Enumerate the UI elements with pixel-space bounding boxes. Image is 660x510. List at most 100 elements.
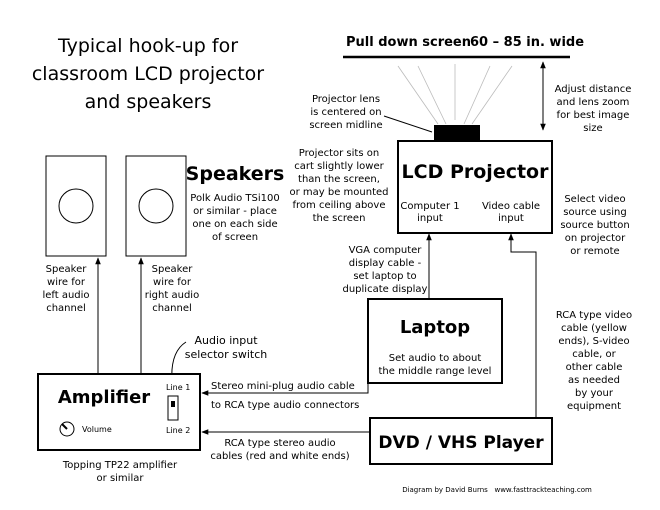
laptop-title: Laptop (400, 317, 470, 338)
svg-text:cables (red and white ends): cables (red and white ends) (210, 451, 349, 462)
rca-connectors-label: to RCA type audio connectors (211, 400, 359, 411)
amp-model-note: Topping TP22 amplifier or similar (62, 460, 178, 484)
projector-input1: Computer 1 (400, 201, 459, 212)
svg-text:cable, or: cable, or (572, 349, 616, 360)
title-line-2: classroom LCD projector (32, 63, 264, 85)
projector-title: LCD Projector (402, 161, 550, 183)
speakers-title: Speakers (186, 163, 285, 185)
svg-text:Speaker: Speaker (152, 264, 194, 275)
svg-text:cart slightly lower: cart slightly lower (294, 161, 384, 172)
svg-text:channel: channel (46, 303, 86, 314)
svg-text:set laptop to: set laptop to (353, 271, 416, 282)
laptop-desc-2: the middle range level (379, 366, 492, 377)
screen: Pull down screen 60 – 85 in. wide (343, 35, 584, 59)
lens-pointer (383, 115, 433, 133)
svg-text:equipment: equipment (567, 401, 621, 412)
video-cable (508, 233, 537, 418)
amplifier-line2: Line 2 (166, 426, 190, 435)
svg-text:as needed: as needed (568, 375, 620, 386)
svg-text:channel: channel (152, 303, 192, 314)
svg-text:ends), S-video: ends), S-video (558, 336, 629, 347)
dvd-title: DVD / VHS Player (378, 433, 544, 453)
svg-text:for best image: for best image (557, 110, 630, 121)
volume-knob-indicator (61, 423, 68, 430)
svg-text:RCA type stereo audio: RCA type stereo audio (224, 438, 335, 449)
right-wire-note: Speaker wire for right audio channel (145, 264, 199, 314)
projector-input2-sub: input (498, 213, 524, 224)
svg-text:left audio: left audio (42, 290, 89, 301)
speaker-left-box (45, 155, 107, 257)
svg-text:one on each side: one on each side (192, 219, 277, 230)
svg-text:duplicate display: duplicate display (343, 284, 428, 295)
title-line-1: Typical hook-up for (57, 35, 238, 57)
projector-lens (434, 125, 480, 141)
stereo-cable-label: Stereo mini-plug audio cable (211, 381, 355, 392)
select-video-note: Select video source using source button … (560, 194, 629, 257)
vga-note: VGA computer display cable - set laptop … (343, 245, 428, 295)
svg-text:on projector: on projector (565, 233, 626, 244)
svg-text:Adjust distance: Adjust distance (555, 84, 632, 95)
selector-switch-knob (171, 401, 175, 407)
audio-selector-note: Audio input selector switch (185, 334, 268, 361)
projector-position-note: Projector sits on cart slightly lower th… (289, 148, 388, 224)
laptop-box (367, 298, 503, 384)
title-line-3: and speakers (85, 91, 212, 113)
svg-text:screen midline: screen midline (309, 120, 382, 131)
speaker-right-cone (138, 188, 174, 224)
svg-text:Polk Audio TSi100: Polk Audio TSi100 (190, 193, 279, 204)
lens-note: Projector lens is centered on screen mid… (309, 94, 382, 131)
adjust-note: Adjust distance and lens zoom for best i… (555, 84, 632, 134)
svg-text:VGA computer: VGA computer (349, 245, 423, 256)
speakers-desc: Polk Audio TSi100 or similar - place one… (190, 193, 279, 243)
svg-text:Projector sits on: Projector sits on (299, 148, 379, 159)
projector-input2: Video cable (482, 201, 540, 212)
svg-text:of screen: of screen (212, 232, 258, 243)
svg-text:from ceiling above: from ceiling above (293, 200, 386, 211)
svg-text:wire for: wire for (47, 277, 86, 288)
svg-text:Speaker: Speaker (46, 264, 88, 275)
rca-video-note: RCA type video cable (yellow ends), S-vi… (556, 310, 632, 412)
svg-text:RCA type video: RCA type video (556, 310, 632, 321)
projection-rays (397, 64, 513, 125)
svg-text:and lens zoom: and lens zoom (557, 97, 630, 108)
speaker-left-cone (58, 188, 94, 224)
dvd-box (369, 417, 553, 465)
lcd-projector: LCD Projector Computer 1 input Video cab… (397, 140, 553, 234)
rca-stereo-note: RCA type stereo audio cables (red and wh… (210, 438, 349, 462)
svg-text:source button: source button (560, 220, 629, 231)
svg-text:cable (yellow: cable (yellow (561, 323, 627, 334)
svg-text:is centered on: is centered on (310, 107, 381, 118)
svg-text:than the screen,: than the screen, (298, 174, 380, 185)
speaker-left (45, 155, 107, 257)
stereo-mini-plug-cable (201, 383, 369, 396)
credit: Diagram by David Burns www.fasttrackteac… (402, 486, 592, 494)
svg-text:by your: by your (575, 388, 614, 399)
svg-text:Audio input: Audio input (194, 334, 258, 347)
left-wire-note: Speaker wire for left audio channel (42, 264, 89, 314)
svg-text:or may be mounted: or may be mounted (289, 187, 388, 198)
svg-text:the screen: the screen (313, 213, 366, 224)
volume-label: Volume (82, 425, 112, 434)
screen-size: 60 – 85 in. wide (470, 35, 584, 50)
speaker-right (125, 155, 187, 257)
svg-text:source using: source using (563, 207, 626, 218)
screen-label: Pull down screen (346, 35, 471, 50)
projector-input1-sub: input (417, 213, 443, 224)
svg-text:Projector lens: Projector lens (312, 94, 380, 105)
dvd-vhs-player: DVD / VHS Player (369, 417, 553, 465)
svg-text:selector switch: selector switch (185, 348, 268, 361)
svg-text:Topping TP22 amplifier: Topping TP22 amplifier (62, 460, 178, 471)
projector-box (397, 140, 553, 234)
svg-text:other cable: other cable (566, 362, 623, 373)
svg-text:Select video: Select video (564, 194, 625, 205)
svg-text:display cable -: display cable - (349, 258, 422, 269)
amplifier-line1: Line 1 (166, 383, 190, 392)
svg-text:right audio: right audio (145, 290, 199, 301)
amplifier: Amplifier Line 1 Line 2 Volume (37, 373, 201, 451)
svg-text:or similar - place: or similar - place (193, 206, 277, 217)
laptop: Laptop Set audio to about the middle ran… (367, 298, 503, 384)
amplifier-title: Amplifier (58, 387, 150, 408)
diagram-title: Typical hook-up for classroom LCD projec… (32, 35, 264, 113)
svg-text:wire for: wire for (153, 277, 192, 288)
